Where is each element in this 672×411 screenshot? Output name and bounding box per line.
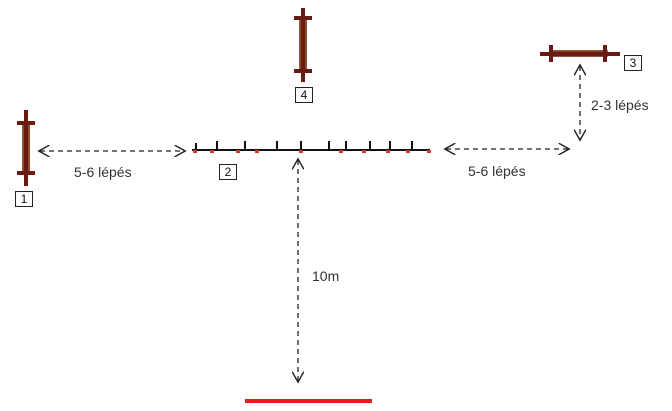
gap-vertical-label: 2-3 lépés xyxy=(591,97,649,113)
obstacle-4 xyxy=(294,8,312,82)
obstacle-2 xyxy=(192,141,431,153)
gap-right-label: 5-6 lépés xyxy=(468,163,526,179)
label-box-3: 3 xyxy=(624,55,642,71)
label-box-2: 2 xyxy=(219,164,237,180)
obstacle-1 xyxy=(17,110,35,186)
label-box-1: 1 xyxy=(15,191,33,207)
gap-left-label: 5-6 lépés xyxy=(74,164,132,180)
distance-label: 10m xyxy=(312,268,340,284)
obstacle-3 xyxy=(540,45,620,62)
label-box-4: 4 xyxy=(295,87,313,103)
